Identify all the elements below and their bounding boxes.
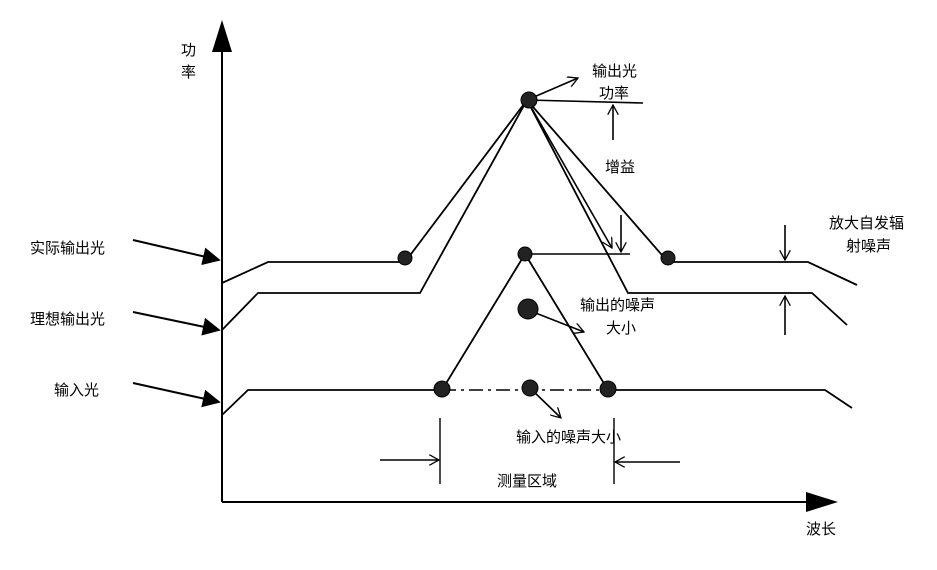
label-output-noise-1: 输出的噪声 <box>580 296 656 314</box>
input-light-curve <box>221 389 442 416</box>
ideal-output-pointer <box>132 311 221 336</box>
actual-output-left-dot <box>397 250 413 266</box>
peak-dot <box>520 91 538 109</box>
output-noise-peak-dot <box>517 246 533 262</box>
label-output-power-2: 功率 <box>599 84 630 102</box>
actual-output-right-dot <box>660 250 676 266</box>
label-measure-region: 测量区域 <box>497 472 558 490</box>
input-left-dot <box>433 380 451 398</box>
axes <box>221 48 810 503</box>
ideal-output-curve <box>221 98 848 331</box>
label-input: 输入光 <box>54 381 100 399</box>
y-axis-arrowhead <box>212 20 232 52</box>
label-output-noise-2: 大小 <box>606 319 637 337</box>
actual-output-curve <box>221 98 858 286</box>
label-ideal-output: 理想输出光 <box>30 310 106 328</box>
y-axis-label-1: 功 <box>181 41 197 59</box>
label-ase-2: 射噪声 <box>846 237 892 255</box>
input-pointer <box>132 382 221 408</box>
label-input-noise: 输入的噪声大小 <box>516 428 622 446</box>
input-center-dot <box>521 379 539 397</box>
label-output-power-1: 输出光 <box>592 62 638 80</box>
label-gain: 增益 <box>605 158 636 176</box>
x-axis-arrowhead <box>806 492 838 512</box>
peak-to-gain-line <box>526 99 613 248</box>
output-power-hline <box>526 99 644 104</box>
y-axis-label-2: 率 <box>181 63 197 81</box>
input-right-dot <box>599 380 617 398</box>
output-noise-triangle <box>441 252 609 391</box>
markers <box>397 91 676 398</box>
actual-output-pointer <box>132 239 221 266</box>
input-light-curve-right <box>608 389 853 409</box>
label-actual-output: 实际输出光 <box>30 239 106 257</box>
label-ase-1: 放大自发辐 <box>829 214 905 232</box>
output-noise-dot <box>517 298 539 320</box>
x-axis-label: 波长 <box>806 520 837 538</box>
